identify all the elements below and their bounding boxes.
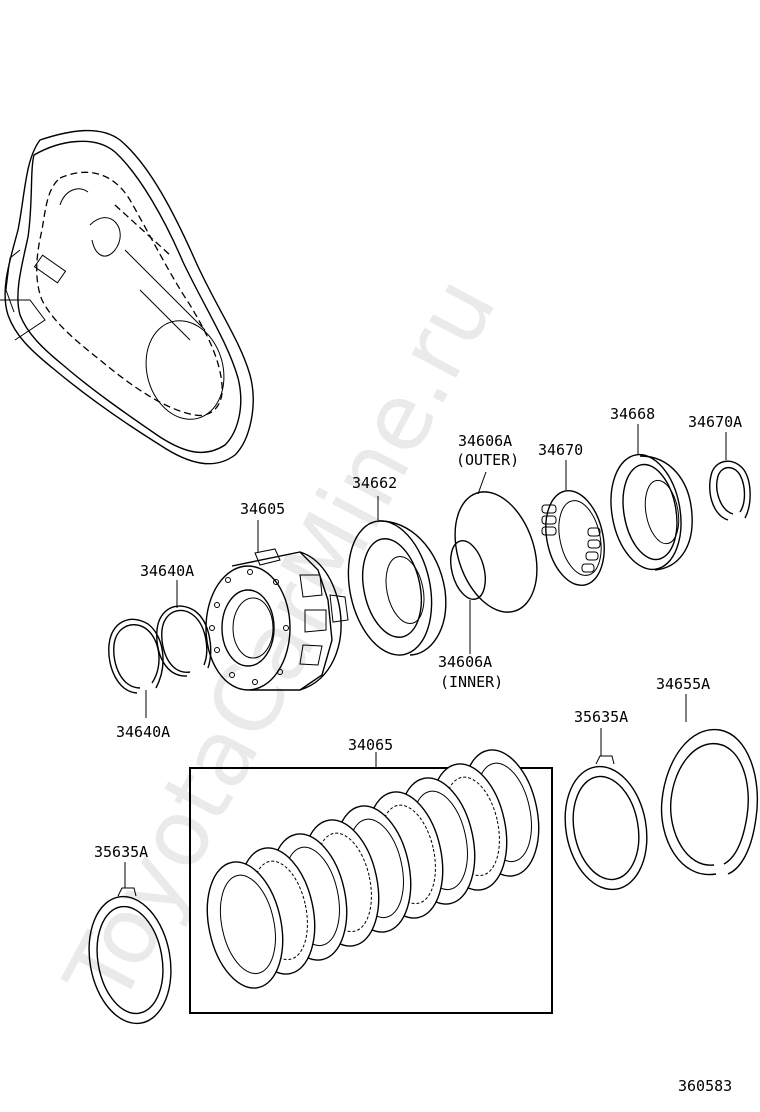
clutch-plate [206,861,284,989]
transmission-case [0,129,254,465]
diagram-id: 360583 [678,1077,732,1095]
part-34670-spring-retainer [541,460,605,587]
label-34606A-inner: 34606A [438,653,492,671]
part-34670A-snap-ring [709,432,751,521]
label-34065: 34065 [348,736,393,754]
label-34606A-inner-sub: (INNER) [440,673,503,691]
part-35635A-right-plate [564,728,648,891]
label-34605: 34605 [240,500,285,518]
part-34606A-inner-seal [450,540,486,654]
label-35635A-right: 35635A [574,708,628,726]
part-34065-clutch-pack [189,749,553,1014]
part-35635A-left-plate [88,862,172,1025]
part-34668-cylinder [610,424,693,571]
label-34670: 34670 [538,441,583,459]
part-34640A-upper-ring [156,580,212,677]
part-34605-drum [205,520,349,691]
label-34668: 34668 [610,405,655,423]
label-34662: 34662 [352,474,397,492]
part-34640A-lower-ring [108,618,164,718]
label-34640A-lower: 34640A [116,723,170,741]
part-34662-piston [347,496,447,656]
label-34655A: 34655A [656,675,710,693]
label-34670A: 34670A [688,413,742,431]
part-34606A-outer-seal [454,471,538,613]
label-34640A-upper: 34640A [140,562,194,580]
label-34606A-outer-sub: (OUTER) [456,451,519,469]
label-34606A-outer: 34606A [458,432,512,450]
label-35635A-left: 35635A [94,843,148,861]
part-34655A-snap-ring [660,694,759,876]
